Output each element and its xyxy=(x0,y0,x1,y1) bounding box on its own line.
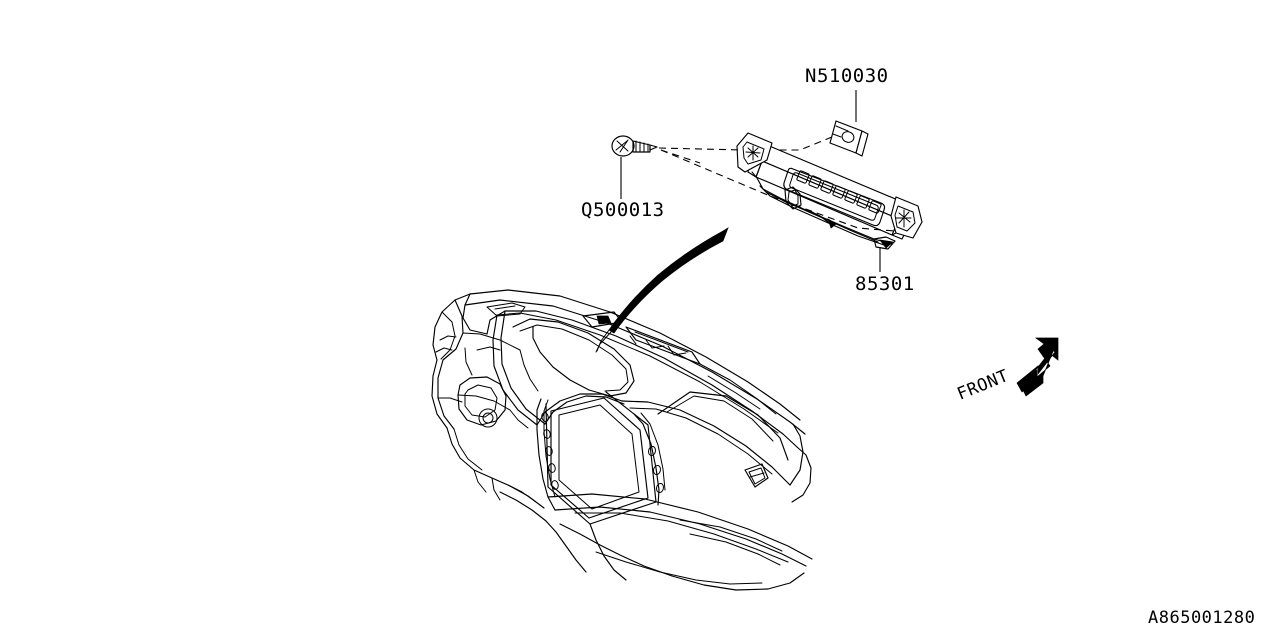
leader-lines xyxy=(620,90,881,272)
front-direction-indicator xyxy=(1016,337,1059,397)
mounting-clip xyxy=(829,120,869,157)
diagram-code: A865001280 xyxy=(1148,608,1255,628)
part-label-q500013: Q500013 xyxy=(581,199,665,221)
instrument-panel-dashboard xyxy=(431,289,813,591)
assembly-guide-lines xyxy=(658,136,896,232)
callout-pointer xyxy=(595,227,729,353)
switch-panel-assembly xyxy=(736,132,923,250)
mounting-screw xyxy=(611,135,658,157)
front-label: FRONT xyxy=(954,366,1011,405)
part-label-85301: 85301 xyxy=(855,273,915,295)
part-label-n510030: N510030 xyxy=(805,65,889,87)
